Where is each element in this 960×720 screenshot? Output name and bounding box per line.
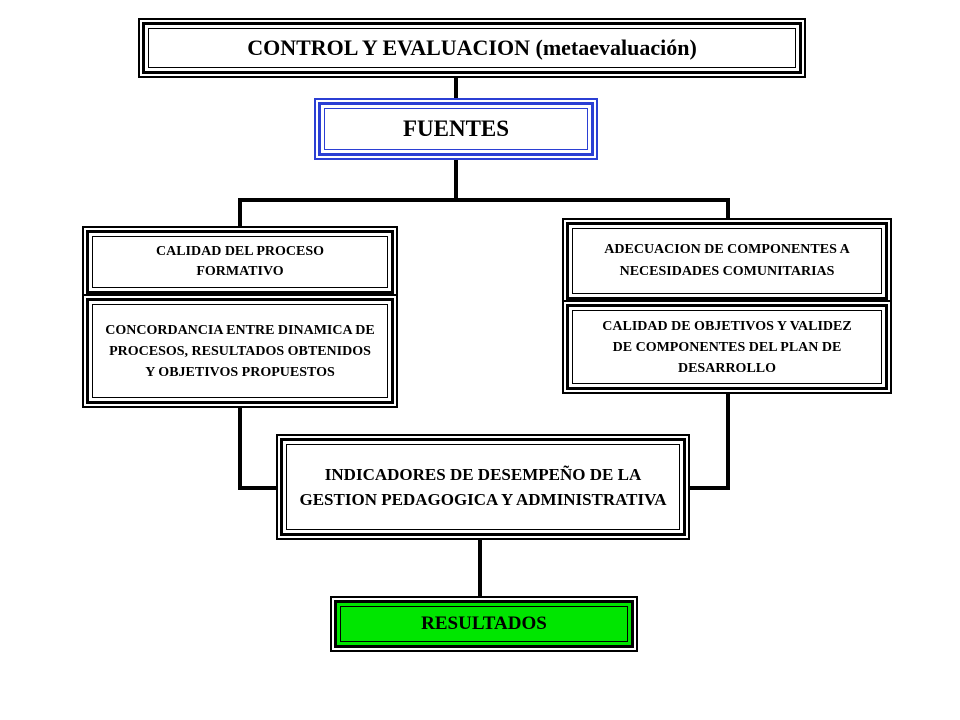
title-text: CONTROL Y EVALUACION (metaevaluación) <box>247 35 697 60</box>
connector-title-fuentes <box>454 76 458 102</box>
right-bottom-text: CALIDAD DE OBJETIVOS Y VALIDEZ DE COMPON… <box>602 318 852 376</box>
connector-horizontal <box>238 198 730 202</box>
left-bottom-text: CONCORDANCIA ENTRE DINAMICA DE PROCESOS,… <box>105 322 375 380</box>
connector-left-to-indicadores <box>238 486 282 490</box>
left-bottom-box: CONCORDANCIA ENTRE DINAMICA DE PROCESOS,… <box>86 298 394 404</box>
right-top-text: ADECUACION DE COMPONENTES A NECESIDADES … <box>604 242 850 279</box>
connector-right-to-indicadores <box>684 486 730 490</box>
left-top-box: CALIDAD DEL PROCESO FORMATIVO <box>86 230 394 294</box>
right-bottom-box: CALIDAD DE OBJETIVOS Y VALIDEZ DE COMPON… <box>566 304 888 390</box>
connector-left-down <box>238 198 242 230</box>
connector-right-down <box>726 198 730 222</box>
connector-right-lower <box>726 390 730 490</box>
fuentes-text: FUENTES <box>402 116 510 141</box>
connector-indicadores-resultados <box>478 536 482 602</box>
connector-fuentes-down <box>454 156 458 202</box>
left-top-text: CALIDAD DEL PROCESO FORMATIVO <box>155 244 325 279</box>
connector-left-lower <box>238 404 242 490</box>
resultados-box: RESULTADOS <box>334 600 634 648</box>
indicadores-text: INDICADORES DE DESEMPEÑO DE LA GESTION P… <box>299 465 667 509</box>
title-box: CONTROL Y EVALUACION (metaevaluación) <box>142 22 802 74</box>
right-top-box: ADECUACION DE COMPONENTES A NECESIDADES … <box>566 222 888 300</box>
fuentes-box: FUENTES <box>318 102 594 156</box>
indicadores-box: INDICADORES DE DESEMPEÑO DE LA GESTION P… <box>280 438 686 536</box>
resultados-text: RESULTADOS <box>421 613 547 634</box>
